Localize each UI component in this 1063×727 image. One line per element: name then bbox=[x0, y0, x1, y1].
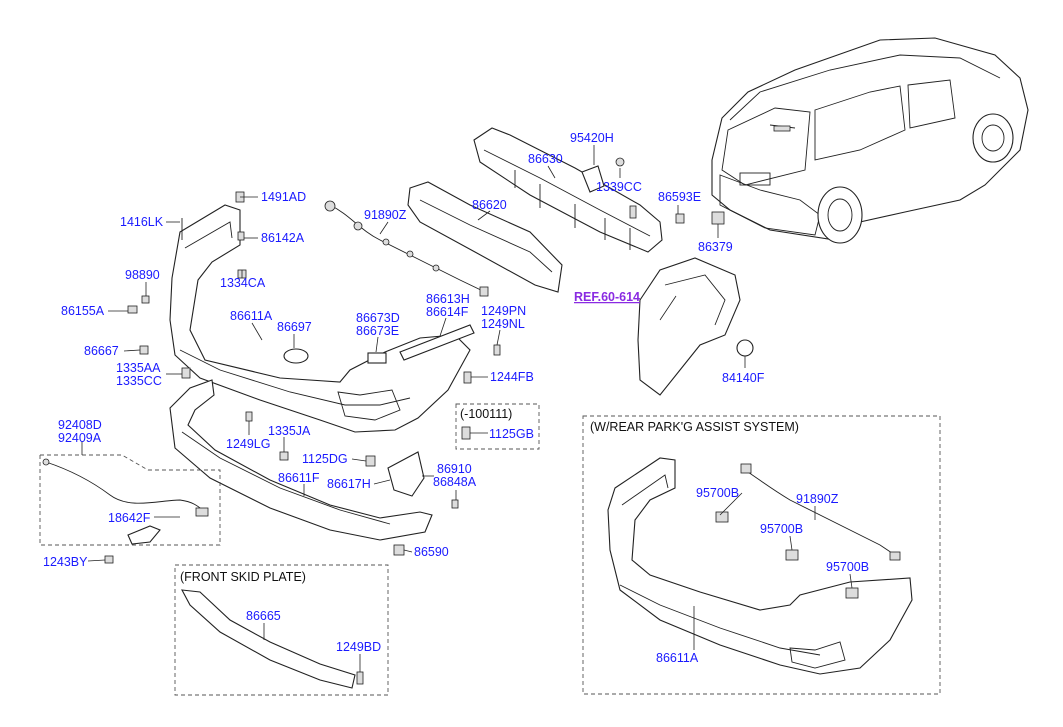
label-1335JA: 1335JA bbox=[268, 424, 311, 438]
label-95700B-2: 95700B bbox=[760, 522, 803, 536]
vehicle-illustration bbox=[711, 37, 1029, 244]
bumper-cover-main bbox=[169, 204, 475, 433]
label-86620: 86620 bbox=[472, 198, 507, 212]
lower-bracket bbox=[365, 451, 459, 556]
label-1335AA: 1335AA bbox=[116, 361, 161, 375]
label-variant-100111: (-100111) bbox=[460, 407, 512, 421]
label-1334CA: 1334CA bbox=[220, 276, 266, 290]
label-1416LK: 1416LK bbox=[120, 215, 164, 229]
label-1243BY: 1243BY bbox=[43, 555, 88, 569]
label-86630: 86630 bbox=[528, 152, 563, 166]
label-84140F: 84140F bbox=[722, 371, 765, 385]
label-86613H: 86613H bbox=[426, 292, 470, 306]
label-86379: 86379 bbox=[698, 240, 733, 254]
extension-harness bbox=[39, 454, 221, 564]
label-86611F: 86611F bbox=[278, 471, 320, 485]
ref-link-60-614[interactable]: REF.60-614 bbox=[574, 290, 640, 304]
label-1249PN: 1249PN bbox=[481, 304, 526, 318]
label-86611A-top: 86611A bbox=[230, 309, 273, 323]
label-86614F: 86614F bbox=[426, 305, 469, 319]
label-95420H: 95420H bbox=[570, 131, 614, 145]
label-1249NL: 1249NL bbox=[481, 317, 525, 331]
label-1491AD: 1491AD bbox=[261, 190, 306, 204]
label-92408D: 92408D bbox=[58, 418, 102, 432]
label-1125DG: 1125DG bbox=[302, 452, 348, 466]
label-1249BD: 1249BD bbox=[336, 640, 381, 654]
leader-lines bbox=[81, 145, 853, 672]
label-86590: 86590 bbox=[414, 545, 449, 559]
label-92409A: 92409A bbox=[58, 431, 102, 445]
label-95700B-1: 95700B bbox=[696, 486, 739, 500]
label-1339CC: 1339CC bbox=[596, 180, 642, 194]
energy-absorber bbox=[407, 181, 563, 293]
label-95700B-3: 95700B bbox=[826, 560, 869, 574]
label-1125GB: 1125GB bbox=[489, 427, 534, 441]
title-front-skid-plate: (FRONT SKID PLATE) bbox=[180, 570, 306, 584]
label-86142A: 86142A bbox=[261, 231, 305, 245]
label-86593E: 86593E bbox=[658, 190, 701, 204]
label-1249LG: 1249LG bbox=[226, 437, 270, 451]
title-rear-park-assist: (W/REAR PARK'G ASSIST SYSTEM) bbox=[590, 420, 799, 434]
wiring-harness-top bbox=[324, 200, 489, 297]
label-98890: 98890 bbox=[125, 268, 160, 282]
quarter-panel-ref bbox=[637, 257, 754, 396]
label-86155A: 86155A bbox=[61, 304, 105, 318]
small-hardware bbox=[127, 191, 725, 461]
label-86665: 86665 bbox=[246, 609, 281, 623]
label-1335CC: 1335CC bbox=[116, 374, 162, 388]
label-86697: 86697 bbox=[277, 320, 312, 334]
label-86673D: 86673D bbox=[356, 311, 400, 325]
label-86611A-pas: 86611A bbox=[656, 651, 699, 665]
label-91890Z-top: 91890Z bbox=[364, 208, 407, 222]
front-skid-plate-section bbox=[174, 564, 389, 696]
label-86848A: 86848A bbox=[433, 475, 477, 489]
label-86673E: 86673E bbox=[356, 324, 399, 338]
label-18642F: 18642F bbox=[108, 511, 151, 525]
label-1244FB: 1244FB bbox=[490, 370, 534, 384]
label-86667: 86667 bbox=[84, 344, 119, 358]
park-assist-section bbox=[582, 415, 941, 695]
label-86617H: 86617H bbox=[327, 477, 371, 491]
rear-beam-assembly bbox=[473, 127, 663, 253]
label-86910: 86910 bbox=[437, 462, 472, 476]
lower-bumper-86611F bbox=[169, 379, 433, 541]
label-91890Z-pas: 91890Z bbox=[796, 492, 839, 506]
variant-box-100111 bbox=[455, 403, 540, 450]
